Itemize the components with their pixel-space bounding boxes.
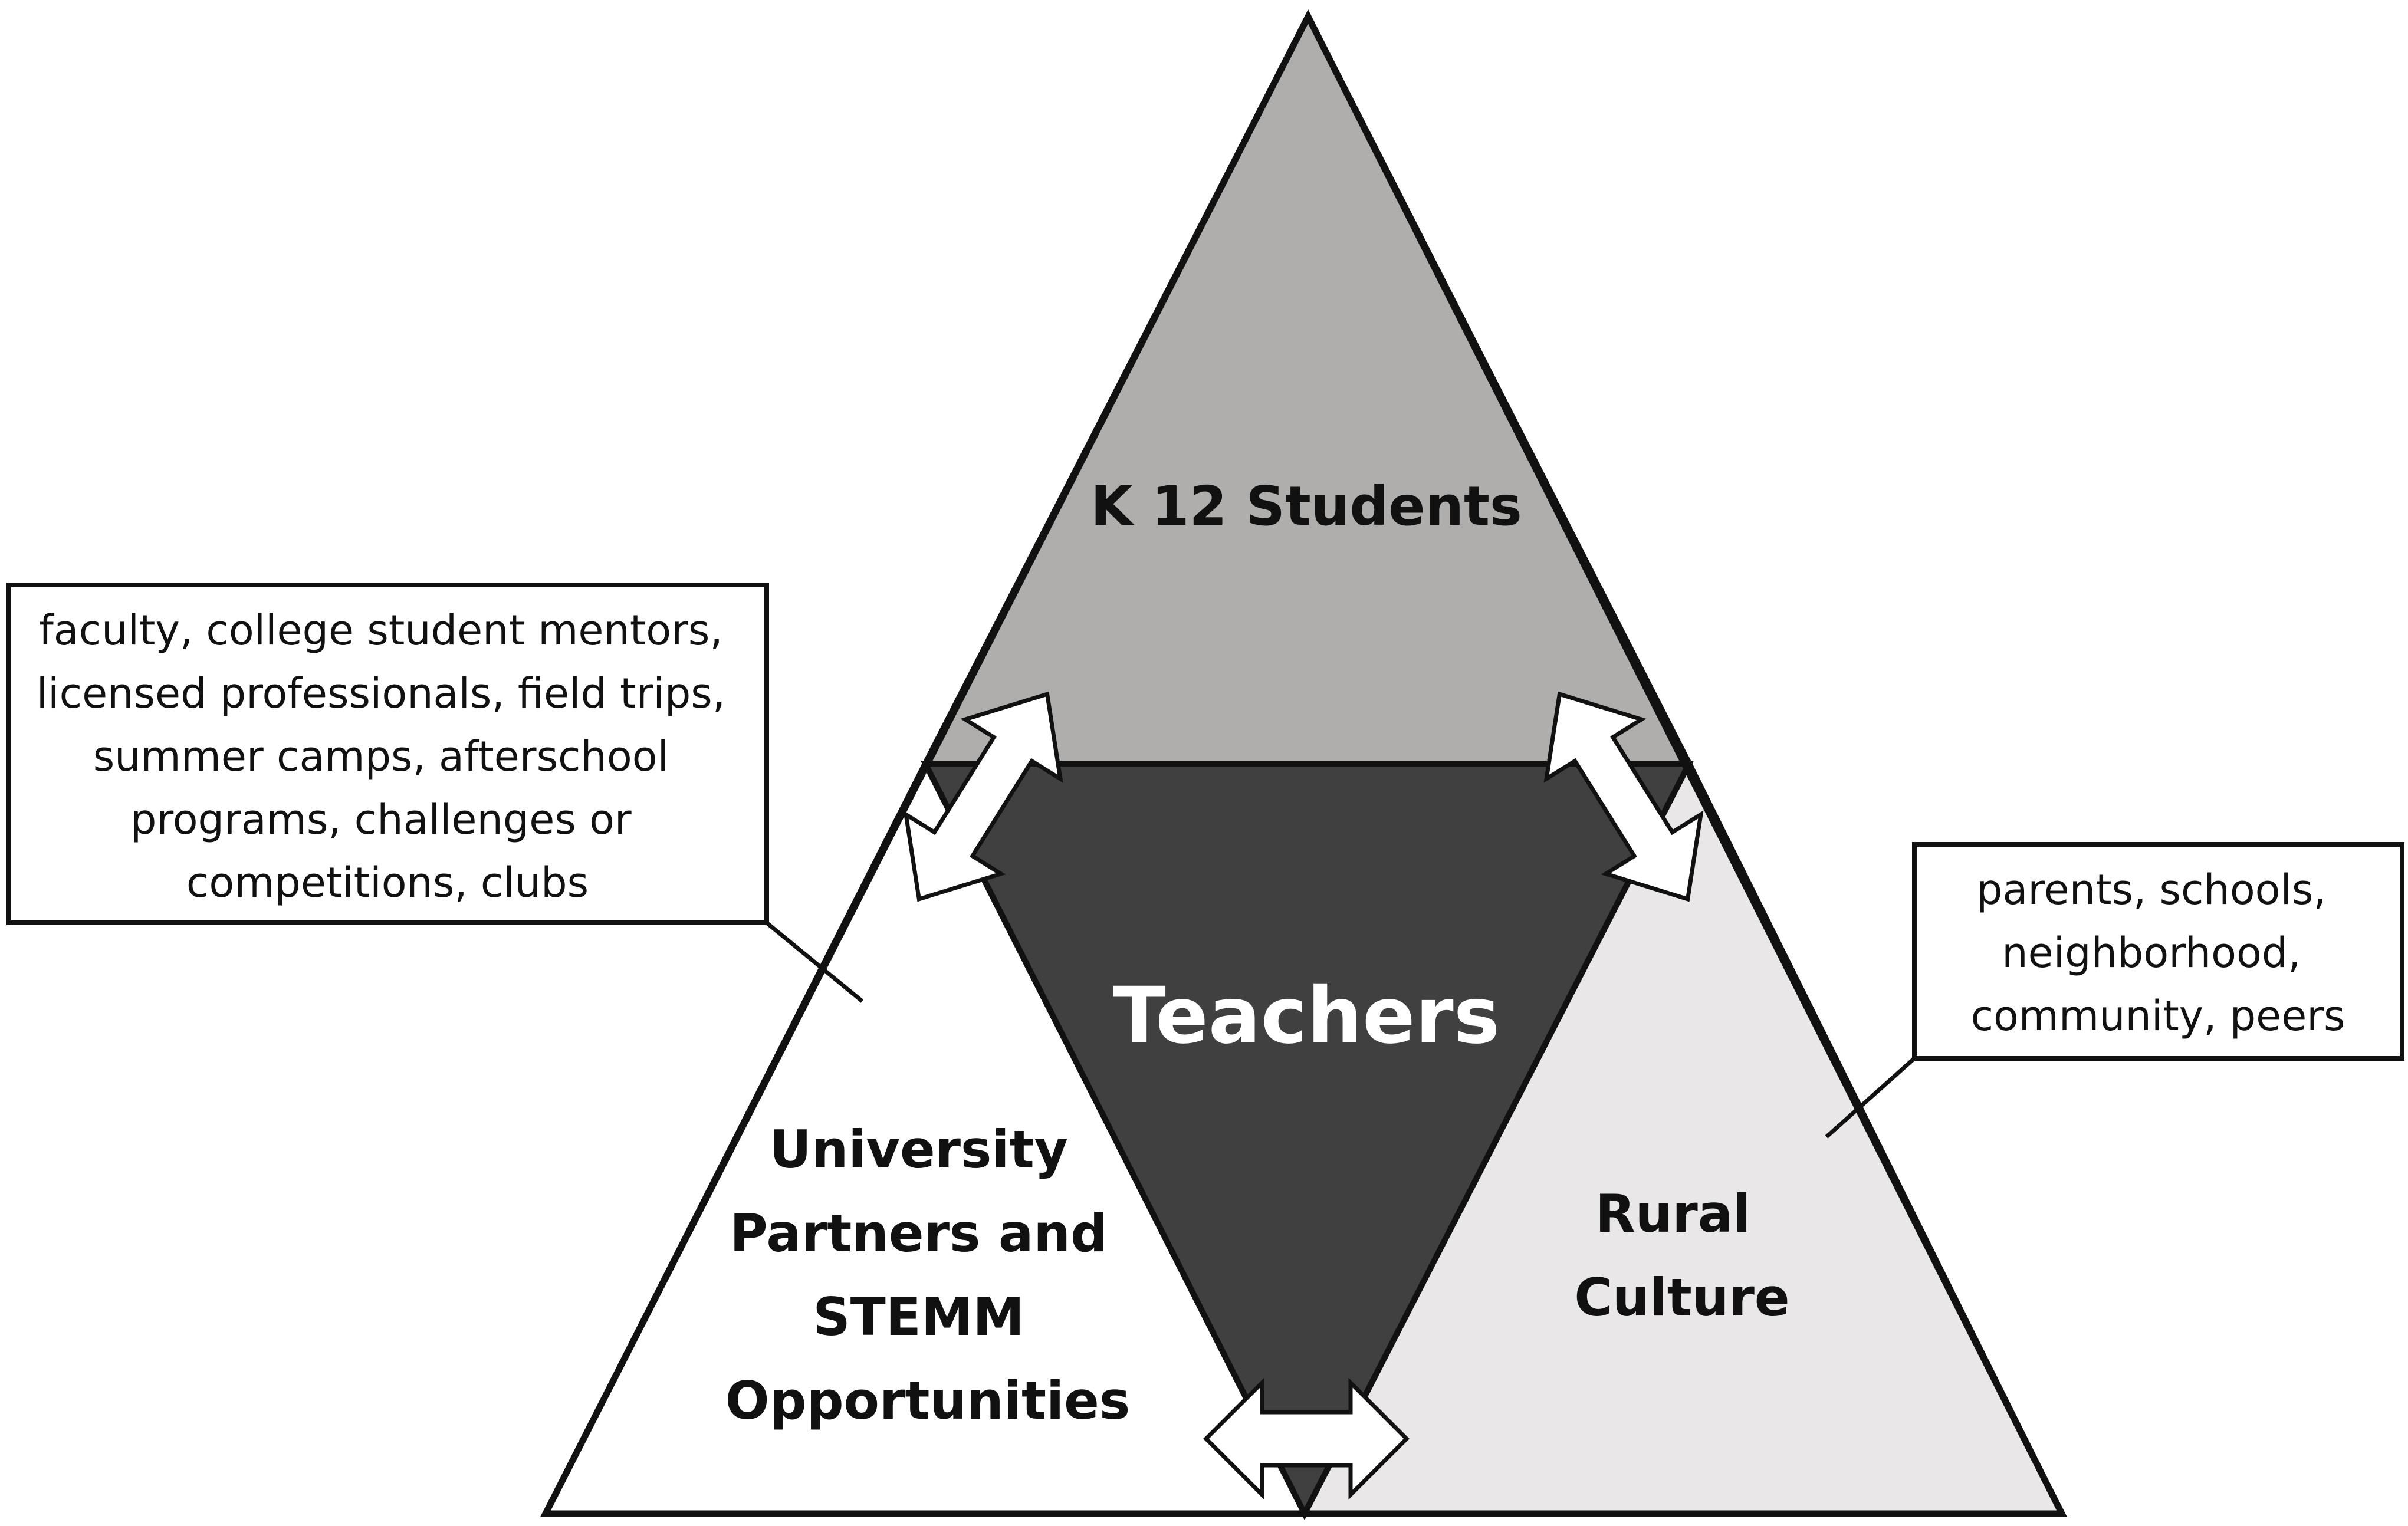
university-partners-line: Opportunities: [725, 1370, 1130, 1431]
k12-students-label: K 12 Students: [1090, 475, 1522, 538]
university-partners-line: Partners and: [730, 1203, 1108, 1264]
rural-resources-box: [1912, 842, 2404, 1061]
university-partners-label: University Partners and STEMM Opportunit…: [725, 1119, 1130, 1431]
rural-resources-line: neighborhood,: [2002, 929, 2301, 977]
teachers-label: Teachers: [1113, 971, 1500, 1061]
university-resources-line: licensed professionals, field trips,: [37, 669, 725, 718]
double-arrow-bottom: [1203, 1377, 1410, 1500]
university-resources-line: summer camps, afterschool: [93, 732, 669, 781]
outer-triangle-outline: [540, 9, 2067, 1517]
university-resources-line: competitions, clubs: [186, 859, 589, 907]
rural-resources-line: parents, schools,: [1976, 866, 2327, 914]
double-arrow-right: [1543, 691, 1704, 902]
rural-callout-connector: [1825, 1057, 1916, 1139]
university-resources-box: [6, 583, 769, 925]
rural-culture-line: Rural: [1595, 1183, 1750, 1244]
rural-resources-line: community, peers: [1970, 992, 2345, 1040]
university-partners-line: University: [769, 1119, 1068, 1180]
university-resources-line: faculty, college student mentors,: [39, 606, 722, 655]
university-callout-connector: [765, 921, 864, 1003]
university-resources-text: faculty, college student mentors, licens…: [37, 606, 739, 907]
rural-culture-label: Rural Culture: [1574, 1183, 1789, 1328]
double-arrow-left: [903, 691, 1063, 902]
university-partners-line: STEMM: [813, 1287, 1024, 1347]
university-resources-line: programs, challenges or: [130, 795, 632, 844]
rural-resources-text: parents, schools, neighborhood, communit…: [1970, 866, 2345, 1040]
teachers-region: [920, 761, 1694, 1521]
rural-culture-line: Culture: [1574, 1267, 1789, 1328]
k12-students-region: [920, 10, 1694, 767]
